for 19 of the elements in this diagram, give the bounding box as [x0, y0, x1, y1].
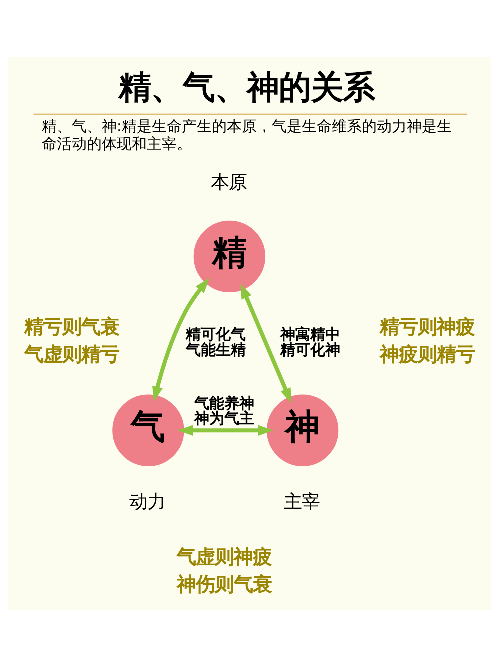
label: 气虚则神疲: [176, 545, 272, 568]
arrow: [178, 425, 274, 436]
label: 精亏则气衰: [24, 316, 120, 339]
label: 神疲则精亏: [380, 343, 475, 366]
arrow: [240, 284, 292, 404]
edge-label: 神寓精中精可化神: [280, 326, 340, 359]
label: 神伤则气衰: [176, 572, 272, 596]
arrow: [152, 278, 210, 402]
node-label: 本原: [210, 172, 247, 194]
node-circle: 神: [266, 394, 339, 466]
edge-label: 气能养神神为气主: [194, 394, 255, 428]
label: 气虚则精亏: [24, 343, 120, 366]
node-label: 动力: [130, 492, 166, 513]
node-circle: 气: [112, 394, 184, 466]
caption: 精、气、神:精是生命产生的本原，气是生命维系的动力神是生命活动的体现和主宰。: [42, 118, 452, 153]
edge-label: 精可化气气能生精: [186, 326, 246, 359]
node-label: 主宰: [284, 492, 320, 513]
label: 精亏则神疲: [380, 316, 475, 339]
diagram-title: 精、气、神的关系: [119, 68, 376, 107]
